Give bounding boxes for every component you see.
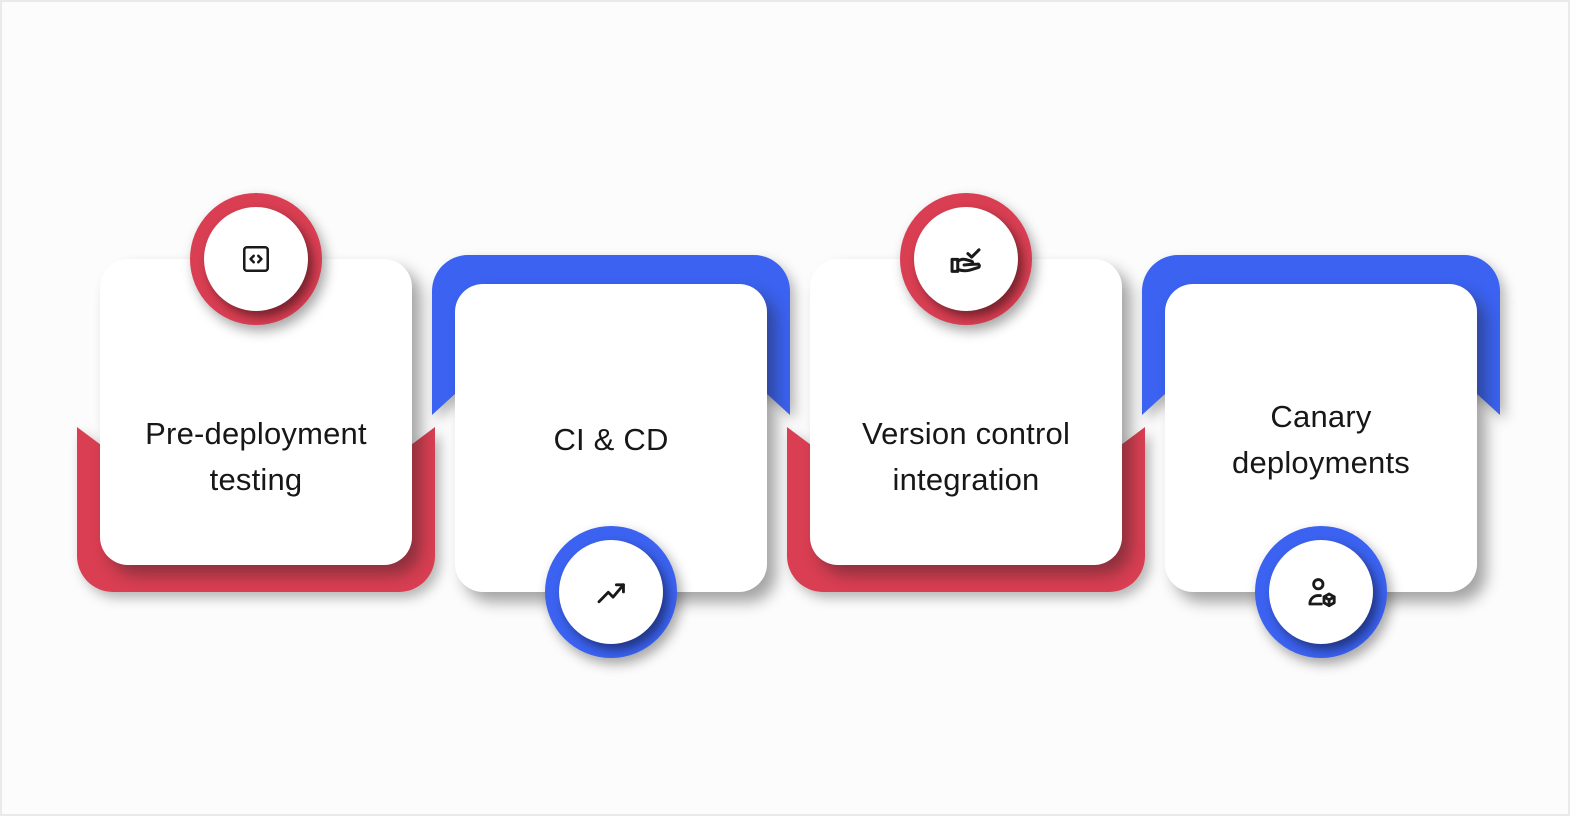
card-title: Pre-deployment testing <box>100 411 412 503</box>
card-title: Version control integration <box>810 411 1122 503</box>
card-ci-cd: CI & CD <box>432 193 790 668</box>
card-canary-deployments: Canary deployments <box>1142 193 1500 668</box>
card-title-line: deployments <box>1232 445 1410 480</box>
card-pre-deployment-testing: Pre-deployment testing <box>77 193 435 668</box>
icon-badge <box>900 193 1032 325</box>
card-title-line: Pre-deployment <box>145 416 367 451</box>
card-version-control-integration: Version control integration <box>787 193 1145 668</box>
card-title: Canary deployments <box>1165 394 1477 486</box>
code-square-icon <box>243 246 270 273</box>
hand-check-icon <box>950 248 981 273</box>
card-title-line: testing <box>209 462 303 497</box>
card-title-line: CI & CD <box>553 422 669 457</box>
icon-badge <box>190 193 322 325</box>
icon-badge <box>1255 526 1387 658</box>
trending-up-icon <box>597 583 625 604</box>
card-title-line: integration <box>892 462 1040 497</box>
icon-badge <box>545 526 677 658</box>
card-title-line: Canary <box>1270 399 1372 434</box>
card-title: CI & CD <box>455 417 767 463</box>
user-cube-icon <box>1308 578 1336 608</box>
card-title-line: Version control <box>861 416 1071 451</box>
